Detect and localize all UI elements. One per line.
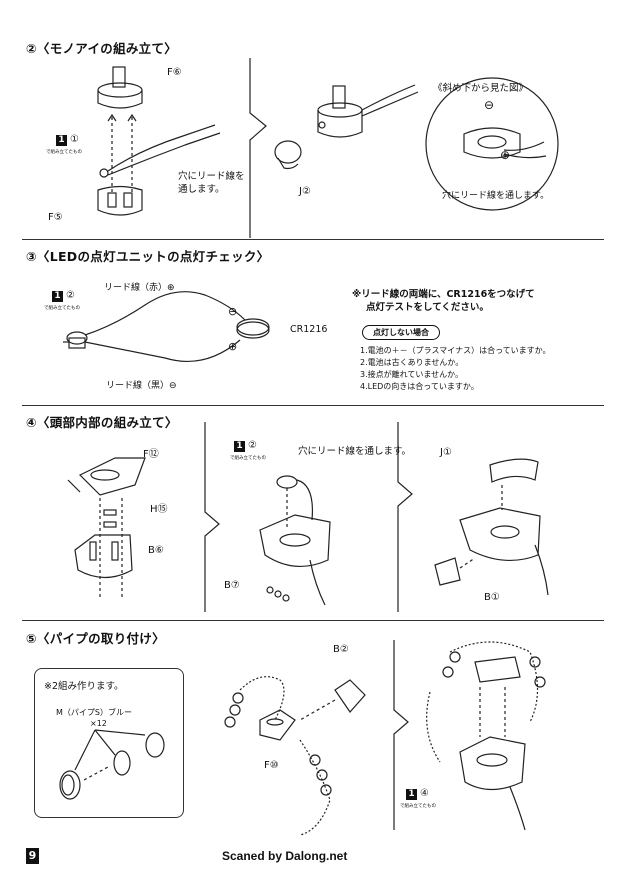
part-label-b6: B⑥ (148, 545, 164, 556)
part-label-h15: H⑮ (150, 504, 168, 515)
section-3-title: ③〈LEDの点灯ユニットの点灯チェック〉 (26, 249, 270, 264)
head-inner-exploded-illustration (67, 457, 146, 600)
pipe-box-title: ※2組み作ります。 (44, 681, 124, 692)
step-ref-sub: ② (248, 440, 257, 451)
step-divider (397, 422, 413, 612)
led-test-illustration (63, 291, 270, 363)
step-ref-caption: で組み立てたもの (230, 456, 266, 461)
lead-hole-note-1: 穴にリード線を (178, 171, 245, 182)
section-divider (22, 620, 604, 621)
step-divider (204, 422, 220, 612)
step-ref-badge: 1 (56, 135, 67, 146)
head-inner-assembly-illustration (259, 475, 331, 606)
part-label-f10: F⑩ (264, 760, 279, 771)
minus-symbol: ⊖ (484, 98, 495, 112)
plus-symbol: ⊕ (500, 148, 511, 162)
black-wire-label: リード線（黒）⊖ (106, 381, 177, 391)
test-note-line2: 点灯テストをしてください。 (366, 302, 489, 313)
step-ref-sub: ② (66, 290, 75, 301)
section-divider (22, 239, 604, 240)
check-item: 1.電池の＋－（プラスマイナス）は合っていますか。 (360, 346, 551, 355)
pipe-segments-illustration (59, 729, 165, 800)
j1-b1-assembly-illustration (434, 458, 549, 596)
check-item: 3.接点が離れていませんか。 (360, 370, 463, 379)
inset-view-circle (425, 77, 559, 211)
step-ref-caption: で組み立てたもの (46, 150, 82, 155)
monoeye-j2-illustration (274, 84, 419, 170)
section-5-title: ⑤〈パイプの取り付け〉 (26, 631, 165, 646)
section-2-title: ②〈モノアイの組み立て〉 (26, 41, 178, 56)
step-ref-badge: 1 (234, 441, 245, 452)
step-ref-badge: 1 (52, 291, 63, 302)
part-label-b2: B② (333, 644, 349, 655)
lead-hole-note: 穴にリード線を通します。 (298, 446, 412, 457)
part-label-f5: F⑤ (48, 212, 63, 223)
pipe-count: ×12 (90, 719, 107, 728)
plus-symbol: ⊕ (228, 340, 238, 353)
pipe-attach-illustration (224, 676, 366, 836)
troubleshoot-badge: 点灯しない場合 (362, 325, 440, 340)
part-label-b7: B⑦ (224, 580, 240, 591)
pipe-final-assembly-illustration (426, 641, 546, 831)
check-item: 4.LEDの向きは合っていますか。 (360, 382, 479, 391)
page-number: 9 (26, 848, 39, 864)
part-label-j2: J② (299, 186, 311, 197)
step-ref-caption: で組み立てたもの (400, 804, 436, 809)
section-4-title: ④〈頭部内部の組み立て〉 (26, 415, 178, 430)
minus-symbol: ⊖ (228, 305, 238, 318)
step-divider (249, 58, 267, 238)
section-divider (22, 405, 604, 406)
red-wire-label: リード線（赤）⊕ (104, 283, 175, 293)
inset-note: 穴にリード線を通します。 (442, 191, 550, 201)
step-ref-sub: ④ (420, 788, 429, 799)
step-ref-sub: ① (70, 134, 79, 145)
lead-hole-note-2: 通します。 (178, 184, 225, 195)
inset-title: 《斜め下から見た図》 (433, 83, 529, 94)
part-label-b1: B① (484, 592, 500, 603)
scan-credit: Scaned by Dalong.net (222, 849, 348, 863)
part-label-j1: J① (440, 447, 452, 458)
test-note-line1: ※リード線の両端に、CR1216をつなげて (352, 289, 535, 300)
part-label-f6: F⑥ (167, 67, 182, 78)
pipe-parts-box (34, 668, 184, 818)
step-divider (393, 640, 409, 830)
part-label-f12: F⑫ (143, 449, 159, 460)
battery-label: CR1216 (290, 324, 328, 335)
pipe-part-label: M（パイプS）ブルー (56, 708, 132, 717)
step-ref-badge: 1 (406, 789, 417, 800)
monoeye-assembly-illustration (97, 66, 221, 216)
step-ref-caption: で組み立てたもの (44, 306, 80, 311)
check-item: 2.電池は古くありませんか。 (360, 358, 464, 367)
